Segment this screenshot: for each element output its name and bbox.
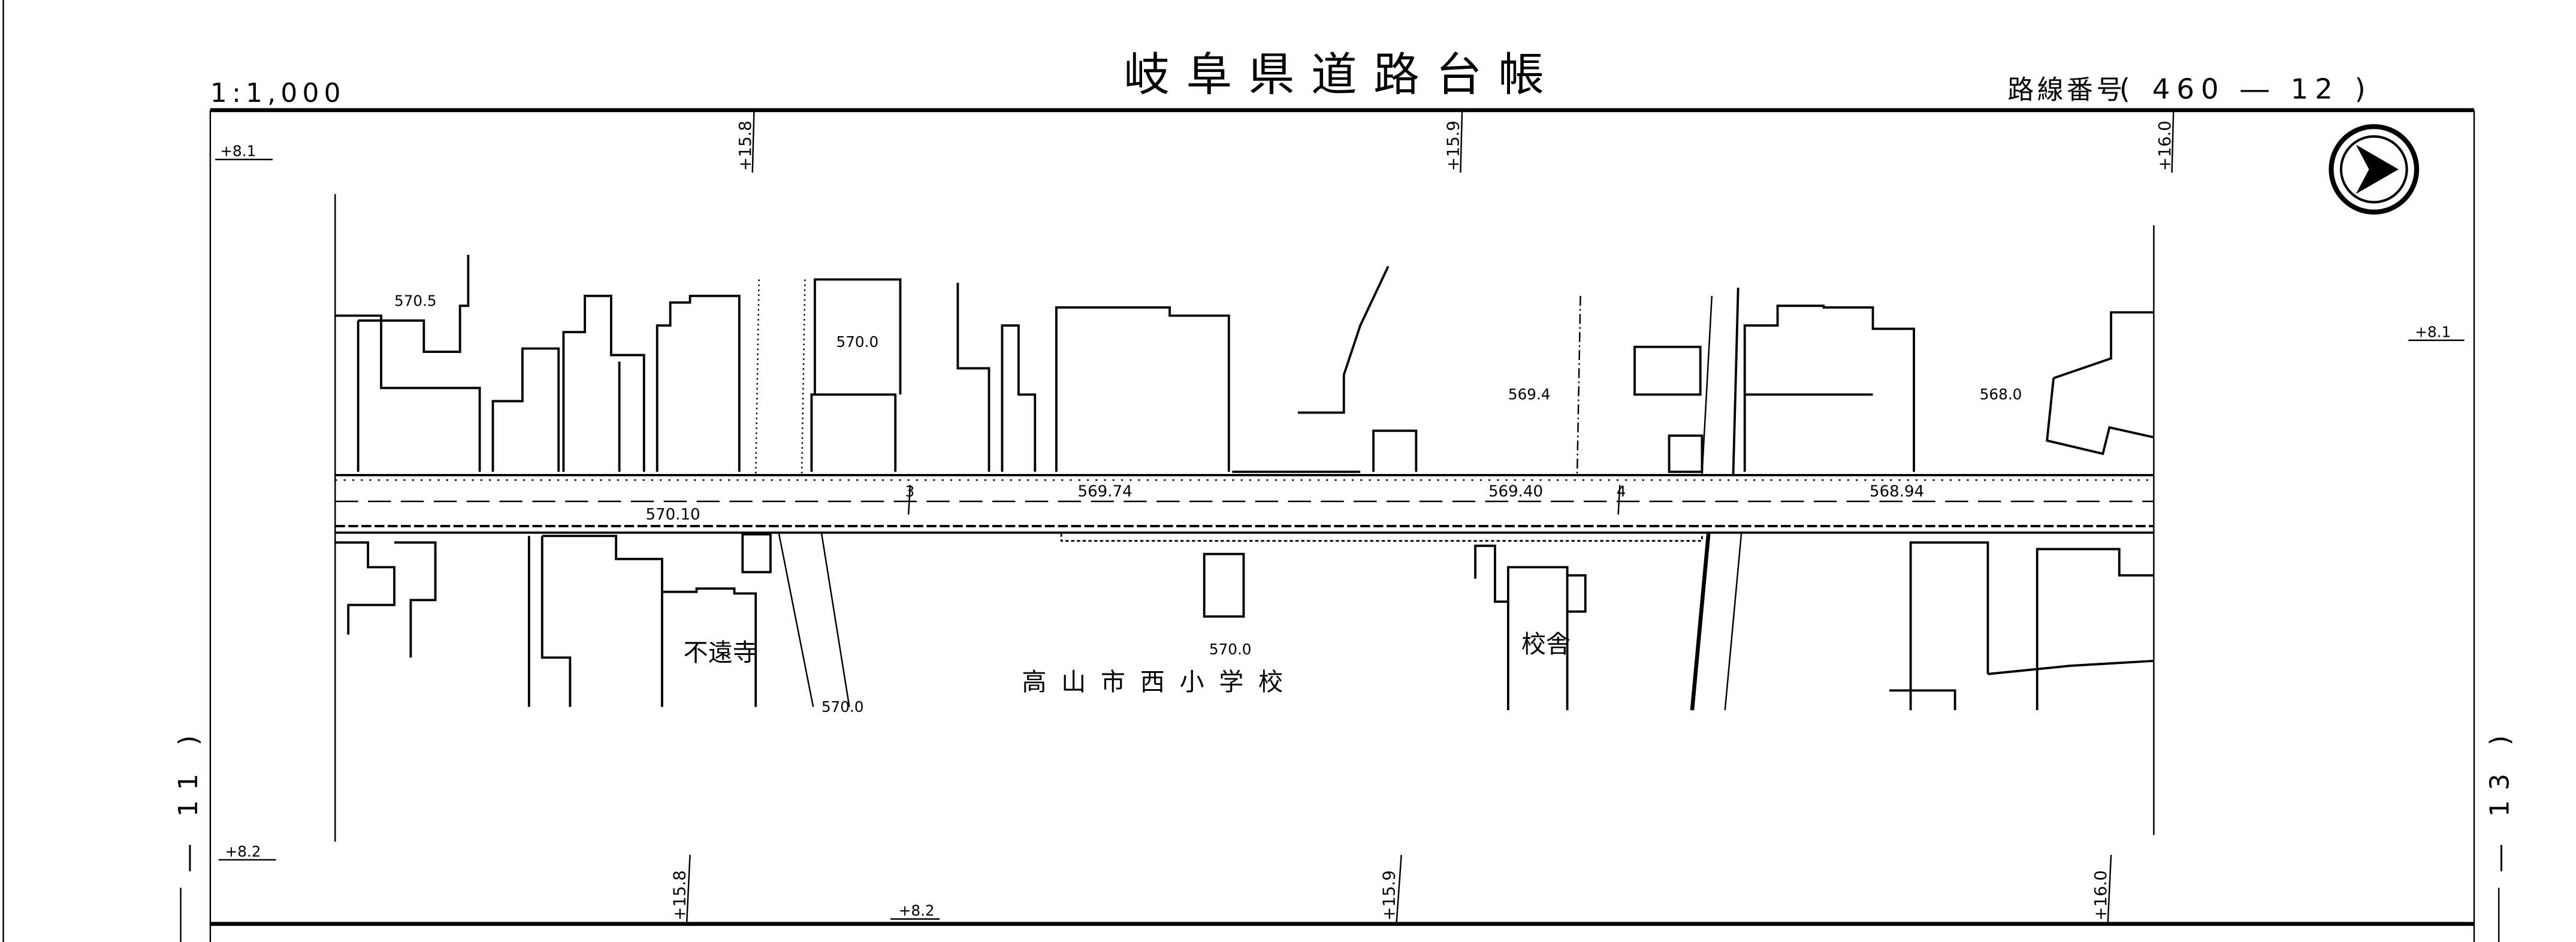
route-label: 路線番号 xyxy=(2007,75,2125,105)
buildings-south xyxy=(335,533,2154,711)
scale-label: 1:1,000 xyxy=(210,78,346,108)
offset-label: +8.1 xyxy=(2415,323,2451,340)
road-elevation: 568.94 xyxy=(1870,483,1924,501)
offset-label: +8.2 xyxy=(899,902,935,919)
station-label: +15.9 xyxy=(1445,120,1463,171)
school-building-label: 校舎 xyxy=(1521,630,1571,659)
route-number: ( 460 ― 12 ) xyxy=(2119,73,2372,105)
road-elevation: 569.74 xyxy=(1078,483,1133,501)
spot-elevation: 570.0 xyxy=(822,698,864,715)
map-frame xyxy=(2,0,2500,942)
road xyxy=(334,194,2155,842)
offset-label: +8.1 xyxy=(220,143,256,160)
station-label: +16.0 xyxy=(2156,120,2175,171)
buildings-north xyxy=(335,255,2154,473)
road-elevation: 569.40 xyxy=(1488,483,1543,501)
station-ticks-bottom xyxy=(685,855,2112,924)
offset-label: +8.2 xyxy=(225,843,261,860)
station-label: +16.0 xyxy=(2092,870,2110,920)
station-label: +15.9 xyxy=(1381,870,1399,920)
km-marker: 4 xyxy=(1617,483,1626,500)
next-sheet-link[interactable]: ― 13 ) xyxy=(2485,726,2515,872)
spot-elevation: 569.4 xyxy=(1508,386,1551,403)
prev-sheet-link[interactable]: ― 11 ) xyxy=(173,726,204,872)
temple-label: 不遠寺 xyxy=(684,638,757,667)
spot-elevation: 570.0 xyxy=(1209,641,1252,658)
page-title: 岐阜県道路台帳 xyxy=(1124,49,1560,102)
north-arrow-icon xyxy=(2329,124,2420,215)
school-label: 高山市西小学校 xyxy=(1022,668,1298,696)
spot-elevation: 570.0 xyxy=(836,333,879,351)
spot-elevation: 570.5 xyxy=(394,292,437,309)
station-label: +15.8 xyxy=(671,870,689,920)
spot-elevation: 568.0 xyxy=(1980,386,2022,403)
station-label: +15.8 xyxy=(736,120,755,171)
station-ticks-top xyxy=(751,110,2175,173)
road-elevation: 570.10 xyxy=(645,506,700,524)
